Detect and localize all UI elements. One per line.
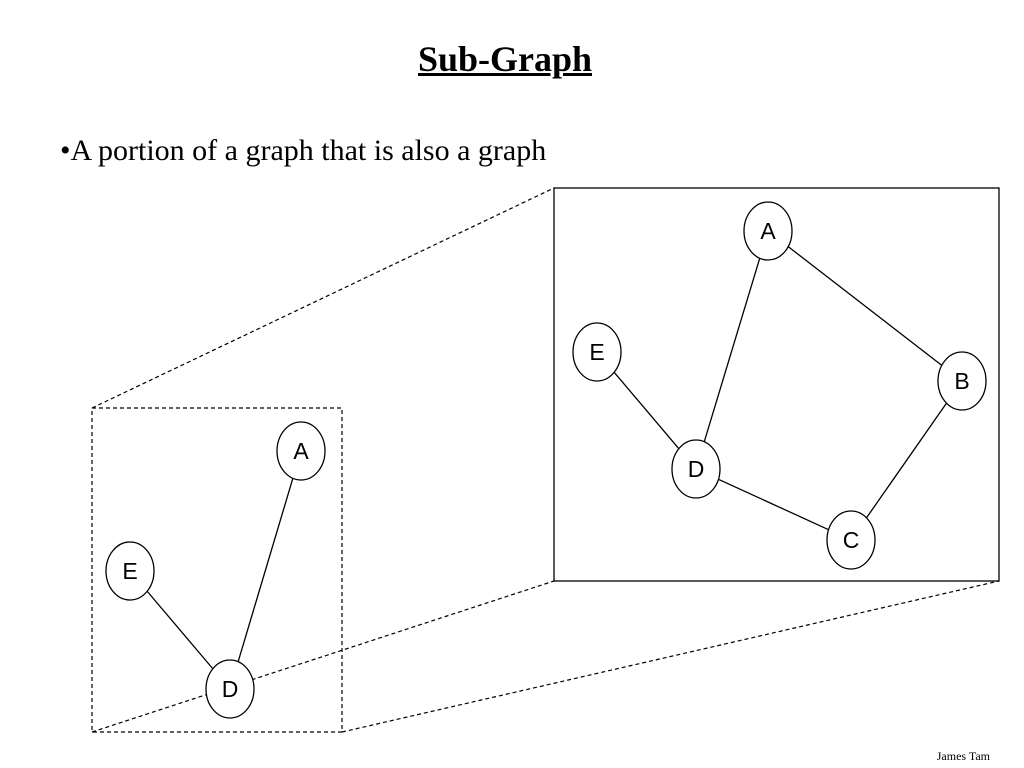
node-label: A [293, 438, 309, 464]
full-graph-edge-d-e [613, 371, 680, 450]
node-circle [205, 659, 255, 719]
zoom-line-top [91, 187, 555, 409]
zoom-line-middle [91, 580, 555, 733]
full-graph-edge-a-d [703, 258, 761, 442]
sub-graph-node-e: E [105, 541, 155, 601]
node-circle [826, 510, 876, 570]
node-circle [937, 351, 987, 411]
node-label: B [954, 368, 969, 394]
full-graph-node-b: B [937, 351, 987, 411]
full-graph: A B C D E [572, 201, 987, 570]
full-graph-node-d: D [671, 439, 721, 499]
zoom-line-bottom [341, 580, 1000, 733]
full-graph-frame [553, 187, 1000, 582]
full-graph-node-e: E [572, 322, 622, 382]
node-label: D [688, 456, 705, 482]
sub-graph-edge-d-e [146, 590, 214, 670]
full-graph-node-c: C [826, 510, 876, 570]
author-credit: James Tam [936, 749, 990, 763]
sub-graph-node-a: A [276, 421, 326, 481]
full-graph-edge-b-c [865, 402, 948, 519]
sub-graph: A D E [105, 421, 326, 719]
bullet-point: •A portion of a graph that is also a gra… [60, 134, 547, 167]
sub-graph-node-d: D [205, 659, 255, 719]
full-graph-edge-c-d [718, 478, 829, 531]
node-label: C [843, 527, 860, 553]
node-circle [572, 322, 622, 382]
node-circle [105, 541, 155, 601]
node-circle [671, 439, 721, 499]
node-label: E [589, 339, 604, 365]
slide-title: Sub-Graph [417, 39, 593, 79]
full-graph-edge-a-b [787, 246, 943, 366]
full-graph-node-a: A [743, 201, 793, 261]
node-label: E [122, 558, 137, 584]
sub-graph-edge-a-d [237, 478, 294, 662]
node-label: A [760, 218, 776, 244]
node-label: D [222, 676, 239, 702]
node-circle [276, 421, 326, 481]
node-circle [743, 201, 793, 261]
